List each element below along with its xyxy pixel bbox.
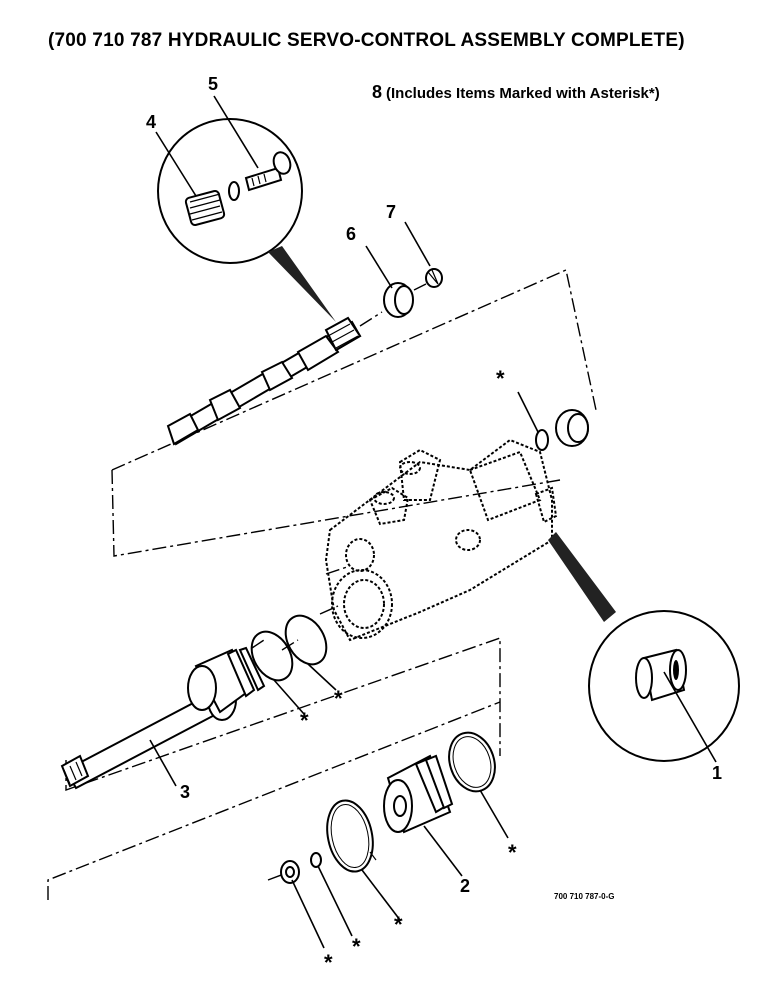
o-ring-upper xyxy=(535,429,549,451)
leader-5 xyxy=(213,95,259,169)
asterisk-o-ring-a: * xyxy=(300,708,309,733)
servo-housing xyxy=(319,438,558,642)
end-bushing-upper xyxy=(555,409,589,447)
item-8-note: 8(Includes Items Marked with Asterisk*) xyxy=(372,82,660,103)
callout-7: 7 xyxy=(386,202,396,222)
bushing-part-6 xyxy=(365,245,414,318)
note-number: 8 xyxy=(372,82,383,102)
asterisk-small-washer: * xyxy=(324,950,333,975)
upper-bracket xyxy=(111,269,597,557)
bolt-part xyxy=(244,151,292,192)
o-rings-middle xyxy=(250,614,337,715)
callout-5: 5 xyxy=(208,74,218,94)
diagram-title: (700 710 787 HYDRAULIC SERVO-CONTROL ASS… xyxy=(48,30,685,51)
leader-1 xyxy=(663,671,717,763)
snap-ring xyxy=(326,799,377,873)
asterisk-upper-o-ring: * xyxy=(496,366,505,391)
callout-6: 6 xyxy=(346,224,356,244)
leader-asterisk-upper xyxy=(517,391,539,433)
o-ring-lower-right xyxy=(448,731,509,839)
detail-circle-lower xyxy=(548,532,740,763)
lower-bracket xyxy=(47,637,501,900)
spring-part xyxy=(184,189,226,227)
nut-part-7 xyxy=(404,221,443,291)
callout-1: 1 xyxy=(712,763,722,783)
asterisk-o-ring-b: * xyxy=(334,686,343,711)
detail-circle-upper xyxy=(155,95,336,322)
callout-4: 4 xyxy=(146,112,156,132)
spool-shaft xyxy=(166,311,383,446)
sleeve-part-1 xyxy=(635,648,687,702)
asterisk-small-o-ring: * xyxy=(352,934,361,959)
leader-4 xyxy=(155,131,197,197)
note-text: (Includes Items Marked with Asterisk*) xyxy=(386,85,660,102)
washer-part xyxy=(228,181,240,201)
piston-part-2 xyxy=(383,754,463,877)
lower-small-parts xyxy=(267,799,401,949)
callout-3: 3 xyxy=(180,782,190,802)
small-o-ring xyxy=(310,852,322,868)
piston-rod-part-3 xyxy=(60,646,266,790)
figure-id: 700 710 787-0-G xyxy=(554,892,615,901)
asterisk-snap-ring: * xyxy=(394,912,403,937)
callout-2: 2 xyxy=(460,876,470,896)
asterisk-o-ring-lower: * xyxy=(508,840,517,865)
